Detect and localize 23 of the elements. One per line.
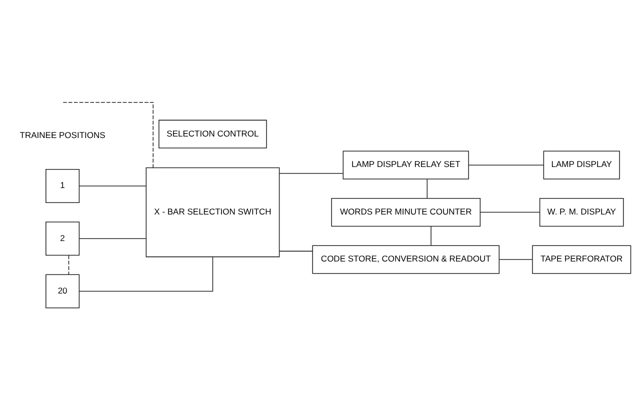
node-box: LAMP DISPLAY	[543, 150, 620, 179]
label: TRAINEE POSITIONS	[20, 129, 106, 140]
node-box: 1	[46, 168, 80, 203]
connector	[430, 226, 432, 246]
connector	[426, 178, 428, 198]
node-box: 20	[46, 274, 80, 308]
node-box: WORDS PER MINUTE COUNTER	[331, 197, 481, 226]
connector	[499, 258, 533, 260]
node-box: LAMP DISPLAY RELAY SET	[342, 150, 469, 179]
connector	[78, 256, 214, 292]
node-box: TAPE PERFORATOR	[532, 244, 632, 274]
connector	[62, 101, 154, 168]
node-box: W. P. M. DISPLAY	[539, 197, 624, 226]
node-box: SELECTION CONTROL	[158, 119, 267, 148]
connector	[480, 211, 540, 212]
node-box: X - BAR SELECTION SWITCH	[146, 166, 280, 257]
connector	[279, 172, 344, 174]
connector	[68, 254, 70, 274]
connector	[468, 164, 544, 165]
connector	[78, 185, 146, 186]
connector	[279, 250, 313, 252]
node-box: CODE STORE, CONVERSION & READOUT	[312, 244, 500, 274]
node-box: 2	[46, 221, 80, 256]
